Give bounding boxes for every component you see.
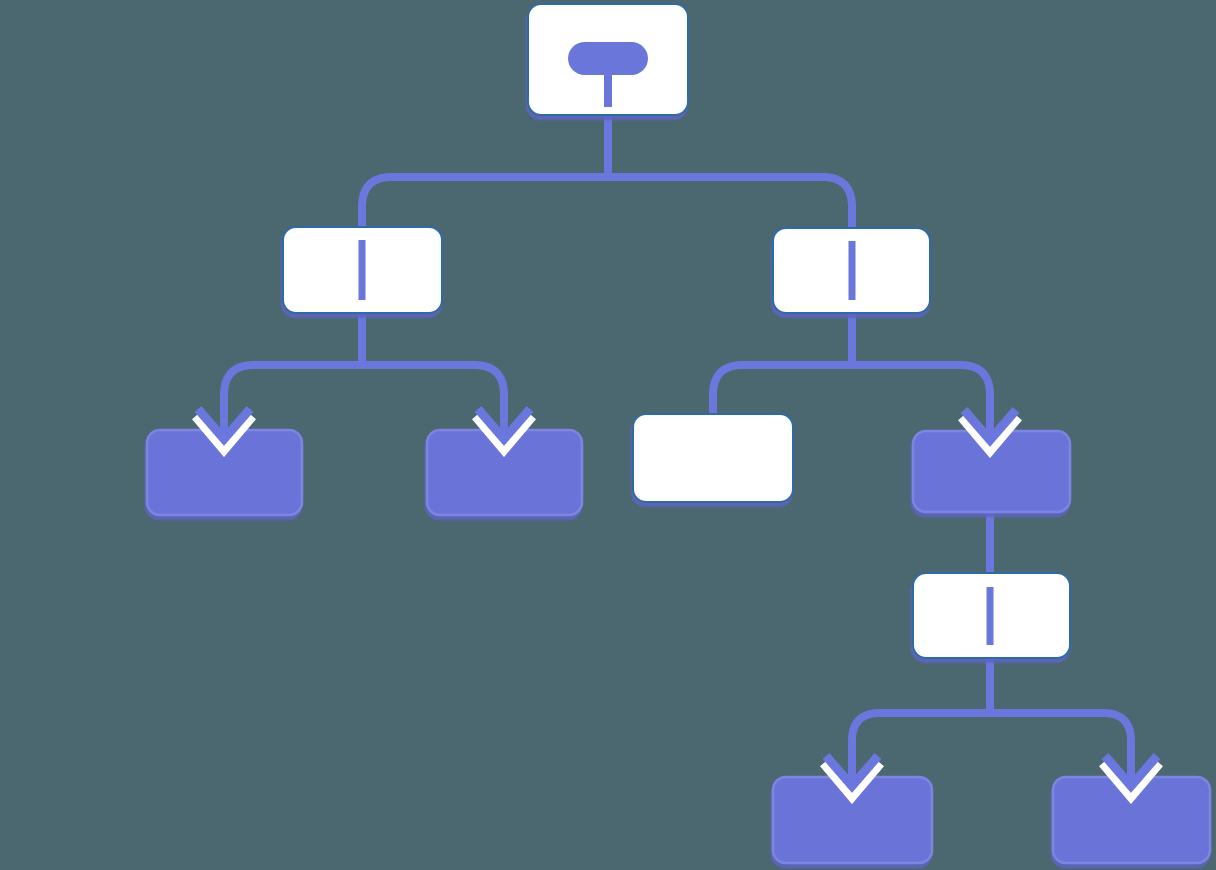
arrowhead-leaf-mid-left: [472, 396, 536, 458]
node-child-plain: [632, 413, 794, 503]
arrowhead-purple-chevron: [474, 406, 534, 446]
arrowhead-white-chevron: [958, 411, 1022, 459]
arrowhead-white-chevron: [192, 410, 256, 458]
node-branch-right: [772, 227, 931, 314]
node-root: [527, 3, 689, 116]
arrowhead-purple-chevron: [1101, 753, 1161, 793]
connector-bottom-rail: [848, 709, 1135, 771]
arrowhead-purple-chevron: [960, 407, 1020, 447]
node-card-child-plain[interactable]: [632, 413, 794, 503]
arrowhead-child-highlight: [958, 397, 1022, 459]
node-branch-left: [282, 226, 443, 314]
connector-left-rail: [220, 361, 508, 424]
connector-level1-rail: [358, 173, 856, 246]
root-pill: [568, 42, 648, 75]
arrowhead-leaf-far-left: [192, 396, 256, 458]
arrowhead-purple-chevron: [822, 753, 882, 793]
arrowhead-layer: [192, 396, 1163, 805]
node-branch-lower: [912, 572, 1071, 659]
arrowhead-white-chevron: [472, 410, 536, 458]
node-layer: [145, 3, 1212, 865]
arrowhead-white-chevron: [1099, 757, 1163, 805]
arrowhead-white-chevron: [820, 757, 884, 805]
arrowhead-purple-chevron: [194, 406, 254, 446]
connector-right-rail: [709, 361, 994, 425]
arrowhead-leaf-bottom-right: [1099, 743, 1163, 805]
arrowhead-leaf-bottom-left: [820, 743, 884, 805]
